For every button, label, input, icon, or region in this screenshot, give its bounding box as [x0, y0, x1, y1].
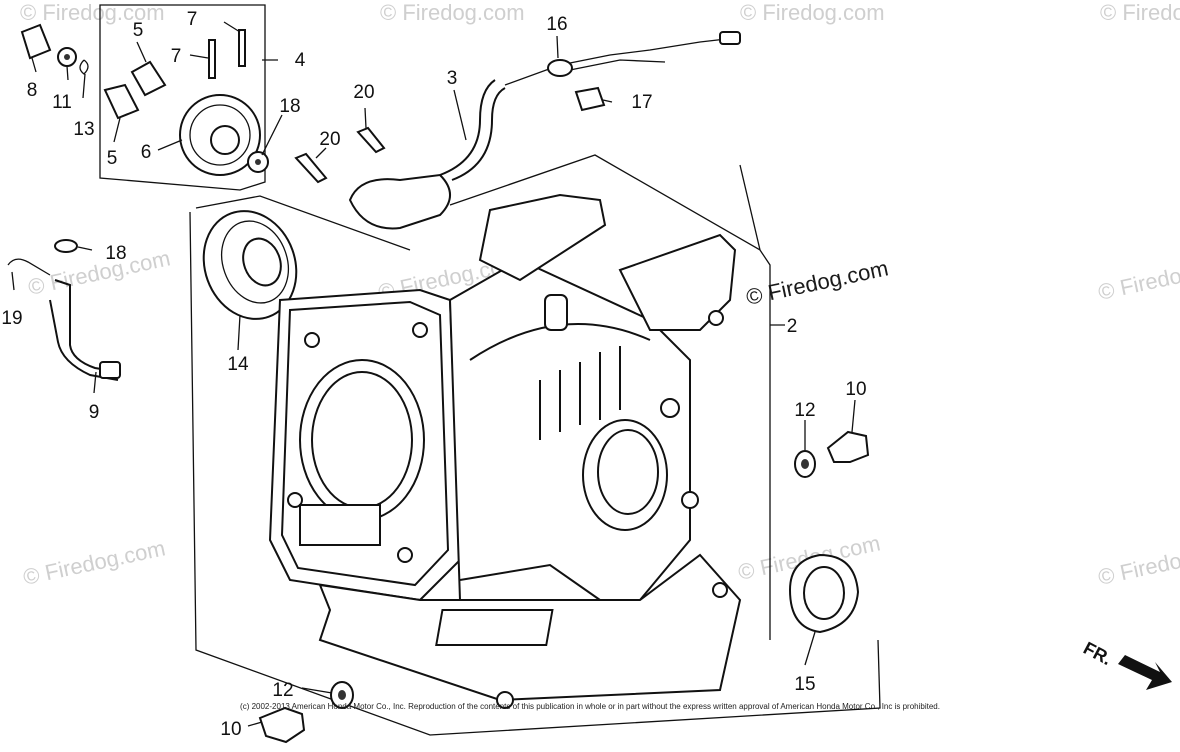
callout-7-mid: 7 [171, 46, 182, 67]
oil-fill-assembly [7, 239, 121, 381]
mount-bracket-a [478, 193, 607, 282]
callout-5-bottom: 5 [107, 148, 118, 169]
bolt-10b-part [258, 706, 306, 744]
pin-7b-part [238, 29, 246, 67]
watermark-text: © Firedog.com [21, 535, 168, 590]
clip-13-part [79, 59, 89, 75]
governor-arm-part [103, 83, 140, 120]
callout-20-mid: 20 [319, 129, 340, 150]
copyright-notice: (c) 2002-2013 American Honda Motor Co., … [240, 702, 940, 711]
callout-4: 4 [295, 50, 306, 71]
breather-cover-part [348, 173, 451, 230]
callout-10-bottom: 10 [220, 719, 241, 740]
governor-shaft-part [20, 23, 52, 60]
governor-weight-part [130, 60, 167, 97]
callout-labels: 8 11 13 5 5 6 7 7 4 18 20 20 3 16 17 18 … [1, 9, 866, 740]
watermark-text: © Firedog.com [26, 245, 173, 300]
mount-bracket-b [618, 233, 737, 331]
bolt-10-part [826, 430, 870, 463]
callout-16: 16 [546, 14, 567, 35]
callout-15: 15 [794, 674, 815, 695]
dipstick-tube-part [54, 279, 121, 373]
clip-19-part [7, 258, 51, 276]
callout-11: 11 [52, 92, 72, 113]
governor-group-outline [99, 4, 266, 191]
callout-18-left: 18 [105, 243, 126, 264]
crankcase-part [268, 193, 742, 709]
callout-20-top: 20 [353, 82, 374, 103]
callout-8: 8 [27, 80, 38, 101]
callout-5-top: 5 [133, 20, 144, 41]
front-arrow-icon [1118, 655, 1172, 690]
cylinder-bore [299, 359, 425, 521]
bearing-14-part [202, 210, 298, 320]
watermark-text: © Firedog.com [1096, 250, 1180, 305]
drain-parts [258, 430, 870, 744]
callout-12-right: 12 [794, 400, 815, 421]
oil-seal-15-part [788, 553, 860, 634]
breather-assembly [294, 31, 741, 230]
nut-17-part [574, 86, 606, 112]
callout-19: 19 [1, 308, 22, 329]
callout-13: 13 [73, 119, 94, 140]
front-label: FR. [1080, 638, 1115, 669]
callout-9: 9 [89, 402, 100, 423]
callout-18-top: 18 [279, 96, 300, 117]
front-direction-indicator: FR. [1080, 638, 1172, 690]
callout-10-right: 10 [845, 379, 866, 400]
watermark-text-main: © Firedog.com [744, 255, 891, 310]
governor-assembly [20, 23, 269, 176]
watermark-text: © Firedog.com [1096, 535, 1180, 590]
breather-tube-part [439, 79, 496, 176]
washer-18b-part [54, 239, 78, 253]
callout-7-top: 7 [187, 9, 198, 30]
leader-lines [11, 21, 856, 727]
watermark-text: © Firedog.com [1100, 0, 1180, 25]
cooling-fins [539, 346, 621, 440]
pin-7-part [208, 39, 216, 79]
wire-harness-part [504, 37, 736, 86]
watermark-text: © Firedog.com [740, 0, 885, 25]
callout-17: 17 [631, 92, 652, 113]
callout-6: 6 [141, 142, 152, 163]
grommet-16-part [547, 59, 573, 77]
callout-3: 3 [447, 68, 458, 89]
callout-14: 14 [227, 354, 249, 375]
bolt-20a-part [356, 126, 386, 154]
watermark-text: © Firedog.com [20, 0, 165, 25]
callout-12-bottom: 12 [272, 680, 293, 701]
bolt-20b-part [294, 152, 328, 184]
crankcase-group-outline [189, 154, 881, 736]
watermark-text: © Firedog.com [380, 0, 525, 25]
callout-2: 2 [787, 316, 798, 337]
group-outlines [99, 4, 881, 736]
